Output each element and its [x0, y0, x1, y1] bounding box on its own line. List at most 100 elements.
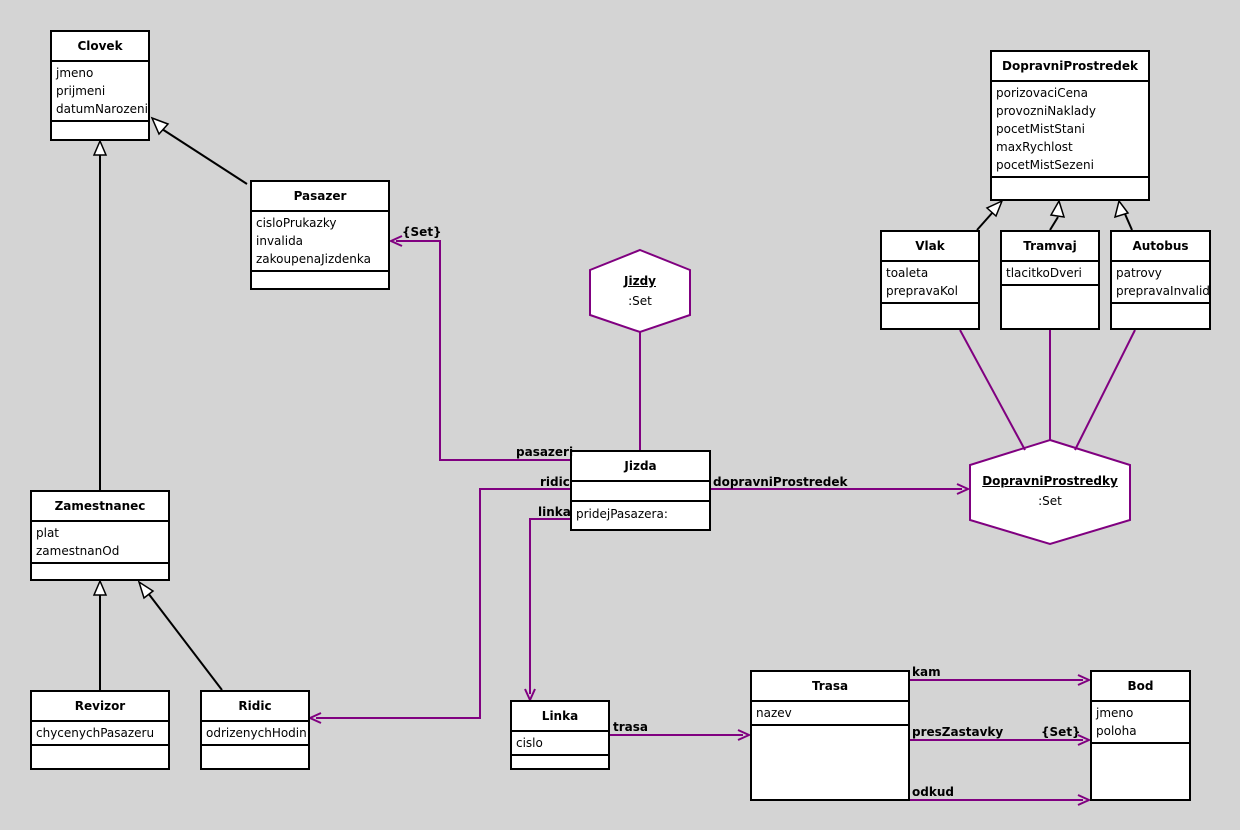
attribute: pocetMistStani [996, 122, 1085, 136]
pasazer-clovek-generalization [161, 128, 248, 185]
role-label-trasa: trasa [613, 720, 648, 734]
object-name: DopravniProstredky [982, 474, 1118, 488]
ridic-zamestnanec-generalization [147, 592, 223, 691]
role-label-dopravni-prostredek: dopravniProstredek [713, 475, 848, 489]
attribute: cisloPrukazky [256, 216, 337, 230]
role-label-pasazeri: pasazeri [516, 445, 574, 459]
class-operations: pridejPasazera: [572, 502, 709, 523]
attribute: poloha [1096, 724, 1137, 738]
class-name: Zamestnanec [32, 492, 168, 522]
clovek-generalization-arrowhead [92, 139, 108, 156]
attribute: datumNarozeni [56, 102, 148, 116]
class-attributes: tlacitkoDveri [1002, 262, 1098, 286]
tramvaj-generalization [1049, 216, 1059, 231]
pasazeri-association [396, 240, 570, 461]
attribute: chycenychPasazeru [36, 726, 155, 740]
object-dopravni-prostredky[interactable]: DopravniProstredky :Set [970, 471, 1130, 511]
object-jizdy[interactable]: Jizdy :Set [590, 271, 690, 311]
class-name: Bod [1092, 672, 1189, 702]
attribute: invalida [256, 234, 304, 248]
vlak-prostredky-link [959, 329, 1026, 451]
role-label-pres-zastavky: presZastavky [912, 725, 1004, 739]
attribute: porizovaciCena [996, 86, 1088, 100]
autobus-generalization-arrowhead [1113, 199, 1130, 219]
class-attributes: nazev [752, 702, 908, 726]
autobus-generalization [1124, 213, 1133, 231]
class-jizda[interactable]: Jizda pridejPasazera: [570, 450, 711, 531]
linka-association [529, 518, 570, 694]
class-name: Vlak [882, 232, 978, 262]
object-type: :Set [628, 294, 652, 308]
class-attributes: cislo [512, 732, 608, 756]
attribute: nazev [756, 706, 792, 720]
attribute: pocetMistSezeni [996, 158, 1094, 172]
dopravni-prostredky-hexagon [969, 438, 1131, 546]
pres-zastavky-arrowhead [1077, 734, 1092, 746]
class-tramvaj[interactable]: Tramvaj tlacitkoDveri [1000, 230, 1100, 330]
class-trasa[interactable]: Trasa nazev [750, 670, 910, 801]
autobus-prostredky-link [1074, 329, 1136, 451]
attribute: prijmeni [56, 84, 106, 98]
attribute: cislo [516, 736, 543, 750]
multiplicity-label-set-2: {Set} [1041, 725, 1081, 739]
class-attributes: plat zamestnanOd [32, 522, 168, 564]
class-name: Pasazer [252, 182, 388, 212]
kam-arrowhead [1077, 674, 1092, 686]
class-dopravni-prostredek[interactable]: DopravniProstredek porizovaciCena provoz… [990, 50, 1150, 201]
class-clovek[interactable]: Clovek jmeno prijmeni datumNarozeni [50, 30, 150, 141]
object-name: Jizdy [624, 274, 656, 288]
class-attributes: cisloPrukazky invalida zakoupenaJizdenka [252, 212, 388, 272]
role-label-odkud: odkud [912, 785, 954, 799]
attribute: jmeno [56, 66, 94, 80]
operation: pridejPasazera: [576, 507, 668, 521]
attribute: prepravaInvalid [1116, 284, 1210, 298]
class-name: Autobus [1112, 232, 1209, 262]
class-attributes: jmeno prijmeni datumNarozeni [52, 62, 148, 122]
role-label-ridic: ridic [540, 475, 570, 489]
ridic-arrowhead [307, 712, 322, 724]
vlak-generalization-arrowhead [985, 199, 1004, 218]
class-zamestnanec[interactable]: Zamestnanec plat zamestnanOd [30, 490, 170, 581]
zamestnanec-generalization-arrowhead [92, 579, 108, 596]
class-attributes: toaleta prepravaKol [882, 262, 978, 304]
multiplicity-label-set: {Set} [402, 225, 442, 239]
attribute: zakoupenaJizdenka [256, 252, 371, 266]
tramvaj-generalization-arrowhead [1049, 199, 1066, 218]
attribute: toaleta [886, 266, 929, 280]
class-ridic[interactable]: Ridic odrizenychHodin [200, 690, 310, 770]
class-attributes: patrovy prepravaInvalid [1112, 262, 1210, 304]
attribute: maxRychlost [996, 140, 1073, 154]
clovek-generalization-arrowhead-2 [150, 116, 170, 136]
prostredky-arrowhead [956, 483, 971, 495]
class-attributes: jmeno poloha [1092, 702, 1189, 744]
class-vlak[interactable]: Vlak toaleta prepravaKol [880, 230, 980, 330]
attribute: odrizenychHodin [206, 726, 307, 740]
role-label-kam: kam [912, 665, 941, 679]
class-name: Jizda [572, 452, 709, 482]
object-type: :Set [1038, 494, 1062, 508]
class-name: Linka [512, 702, 608, 732]
class-attributes: chycenychPasazeru [32, 722, 168, 746]
class-linka[interactable]: Linka cislo [510, 700, 610, 770]
zamestnanec-generalization-arrowhead-2 [137, 580, 155, 600]
attribute: provozniNaklady [996, 104, 1096, 118]
vlak-generalization [976, 211, 994, 231]
ridic-association [316, 488, 570, 719]
class-attributes [572, 482, 709, 502]
attribute: patrovy [1116, 266, 1162, 280]
attribute: tlacitkoDveri [1006, 266, 1082, 280]
class-name: Ridic [202, 692, 308, 722]
trasa-arrowhead [737, 729, 752, 741]
attribute: zamestnanOd [36, 544, 120, 558]
class-name: Clovek [52, 32, 148, 62]
odkud-arrowhead [1077, 794, 1092, 806]
class-autobus[interactable]: Autobus patrovy prepravaInvalid [1110, 230, 1211, 330]
attribute: prepravaKol [886, 284, 958, 298]
class-pasazer[interactable]: Pasazer cisloPrukazky invalida zakoupena… [250, 180, 390, 290]
class-name: DopravniProstredek [992, 52, 1148, 82]
class-bod[interactable]: Bod jmeno poloha [1090, 670, 1191, 801]
class-attributes: odrizenychHodin [202, 722, 308, 746]
class-revizor[interactable]: Revizor chycenychPasazeru [30, 690, 170, 770]
class-name: Revizor [32, 692, 168, 722]
